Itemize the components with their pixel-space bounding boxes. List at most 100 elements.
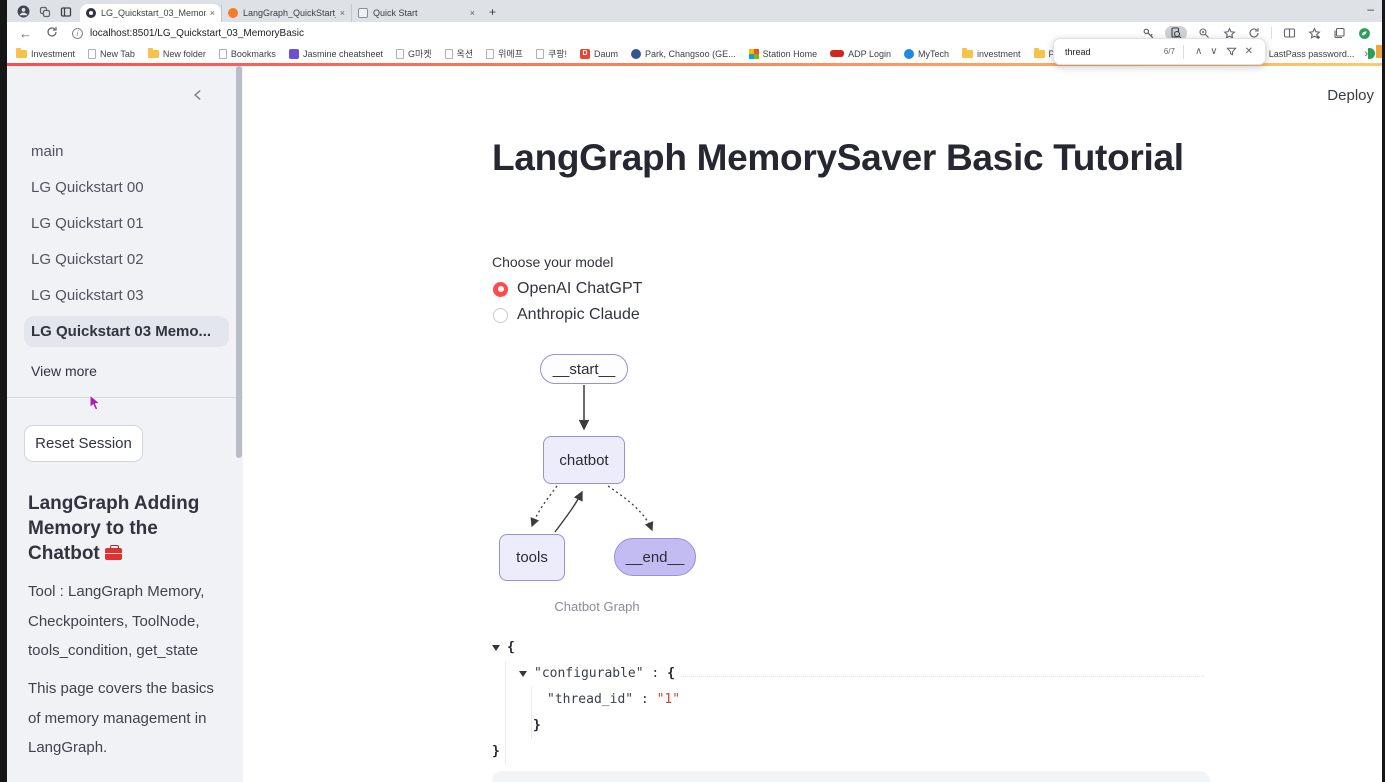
tab-langgraph-quickstart-notebook[interactable]: LangGraph_QuickStart_01.ipynb × [221,4,351,22]
bookmarks-overflow-chevron-icon[interactable]: › [1364,47,1368,60]
bookmark-label: New folder [162,48,206,59]
code-block [492,771,1210,782]
tab-quick-start[interactable]: Quick Start × [351,4,481,22]
close-icon[interactable]: × [209,8,215,18]
adp-favicon-icon [830,50,845,57]
sidebar-heading: LangGraph Adding Memory to the Chatbot [28,493,200,564]
tab-title: Quick Start [373,8,418,18]
close-icon[interactable]: × [469,8,475,18]
favorite-star-icon[interactable] [1221,26,1237,40]
toolbox-icon [104,545,122,560]
bookmark-item[interactable]: Investment [16,47,76,59]
page-title: LangGraph MemorySaver Basic Tutorial [492,137,1184,178]
find-next-icon[interactable]: ∨ [1210,46,1218,57]
collapse-triangle-icon[interactable] [519,671,527,677]
site-info-icon[interactable]: i [72,27,83,39]
bookmark-item[interactable]: New folder [147,47,206,59]
back-icon[interactable]: ← [19,25,32,41]
radio-unselected-icon[interactable] [493,307,508,323]
bookmark-item[interactable]: investment [962,47,1021,59]
find-filter-icon[interactable] [1225,46,1237,57]
folder-favicon-icon [1033,47,1045,58]
bookmark-item[interactable]: 위메프 [486,47,523,60]
deploy-button[interactable]: Deploy [1327,87,1374,104]
page-favicon-icon [218,48,227,59]
bookmark-item[interactable]: MyTech [903,48,949,59]
json-value: "1" [656,692,681,707]
sync-icon[interactable] [1246,26,1262,40]
grid-favicon-icon [748,48,759,59]
sidebar-nav: main LG Quickstart 00 LG Quickstart 01 LG Q… [24,136,229,352]
refresh-icon[interactable] [46,26,58,41]
find-previous-icon[interactable]: ∧ [1194,46,1203,57]
bookmark-item[interactable]: New Tab [88,48,135,59]
radio-option-openai[interactable]: OpenAI ChatGPT [493,278,642,300]
find-close-icon[interactable]: ✕ [1244,46,1253,57]
main-content: Deploy LangGraph MemorySaver Basic Tutor… [243,66,1382,782]
collapse-triangle-icon[interactable] [492,645,500,651]
sidebar: main LG Quickstart 00 LG Quickstart 01 LG Q… [7,66,243,782]
sidebar-scrollbar[interactable] [236,66,242,458]
bookmark-label: 위메프 [498,49,523,59]
bookmark-item[interactable]: ADP Login [830,49,891,59]
sidebar-item-lg-quickstart-03-memo[interactable]: LG Quickstart 03 Memo... [24,316,229,347]
minimize-button[interactable]: – [1367,2,1374,16]
bookmark-item[interactable]: 쿠팡! [535,47,567,60]
reset-session-button[interactable]: Reset Session [24,425,143,462]
address-url[interactable]: localhost:8501/LG_Quickstart_03_MemoryBa… [90,27,304,39]
browser-toolbar: ← i localhost:8501/LG_Quickstart_03_Memo… [7,22,1382,44]
bookmark-item[interactable]: Station Home [748,48,818,59]
sidebar-item-lg-quickstart-03[interactable]: LG Quickstart 03 [31,287,144,304]
radio-selected-icon[interactable] [493,281,508,297]
page-favicon-icon [88,48,97,59]
bookmark-item[interactable]: 옥션 [444,47,474,60]
folder-favicon-icon [16,47,27,58]
sidebar-item-lg-quickstart-01[interactable]: LG Quickstart 01 [31,215,144,232]
find-match-count: 6/7 [1163,47,1175,56]
browser-window: LG_Quickstart_03_MemoryBasic × LangGraph… [7,0,1382,782]
navy-favicon-icon [631,48,642,59]
streamlit-favicon-icon [86,8,96,18]
graph-node-start: __start__ [540,354,628,384]
find-in-page-bar: thread 6/7 ∧ ∨ ✕ [1053,38,1266,65]
add-favorite-icon[interactable] [1306,26,1322,40]
profile-avatar-icon[interactable] [17,5,30,18]
find-on-page-icon[interactable] [1165,26,1187,40]
sidebar-collapse-icon[interactable] [191,88,205,107]
streamlit-app: main LG Quickstart 00 LG Quickstart 01 LG Q… [7,66,1382,782]
bookmark-item[interactable]: Park, Changsoo (GE... [631,48,736,59]
green-favicon-icon [1363,48,1375,59]
bookmark-label: Bookmarks [230,48,276,59]
view-more-link[interactable]: View more [31,363,97,379]
password-key-icon[interactable] [1140,26,1156,40]
bookmark-item-lastpass[interactable]: LastPass password... [1256,48,1354,59]
tab-lg-quickstart-03-memorybasic[interactable]: LG_Quickstart_03_MemoryBasic × [80,4,221,22]
find-input[interactable]: thread [1065,46,1091,57]
bookmark-item[interactable] [1363,48,1375,59]
pinned-extension-icon[interactable] [1376,45,1382,58]
collections-icon[interactable] [1331,26,1347,40]
extension-leaf-icon[interactable] [1356,26,1372,40]
zoom-icon[interactable] [1196,26,1212,40]
bookmark-item[interactable]: Bookmarks [218,48,276,59]
bookmark-label: Station Home [762,48,818,59]
sidebar-item-main[interactable]: main [31,143,64,160]
close-icon[interactable]: × [339,8,345,18]
new-tab-button[interactable]: + [489,5,497,19]
sidebar-item-lg-quickstart-02[interactable]: LG Quickstart 02 [31,251,144,268]
radio-option-anthropic[interactable]: Anthropic Claude [493,304,640,326]
bookmark-label: Park, Changsoo (GE... [645,48,736,59]
json-line: "configurable" : { [492,661,1210,687]
split-screen-icon[interactable] [1281,26,1297,40]
json-line: "thread_id" : "1" [492,687,1210,713]
tab-title: LG_Quickstart_03_MemoryBasic [101,8,206,18]
bookmark-item[interactable]: Jasmine cheatsheet [288,48,383,59]
workspaces-icon[interactable] [39,6,51,18]
bookmark-label: investment [977,48,1021,59]
bookmark-label: Investment [31,48,76,59]
bookmark-item[interactable]: G마켓 [395,47,432,60]
sidebar-item-lg-quickstart-00[interactable]: LG Quickstart 00 [31,179,144,196]
bookmark-label: 옥션 [456,49,474,59]
tab-actions-icon[interactable] [60,6,72,18]
